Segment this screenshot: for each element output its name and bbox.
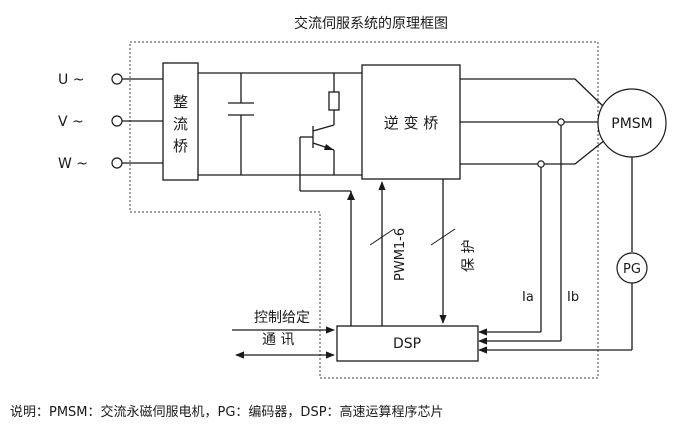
pmsm-motor: PMSM	[597, 88, 667, 158]
pwm-signal: PWM1-6	[369, 181, 408, 326]
dsp-chip: DSP	[336, 325, 479, 362]
encoder-pg: PG	[478, 157, 648, 354]
comm-label: 通 讯	[262, 332, 294, 348]
input-label-v: V ~	[58, 114, 84, 130]
motor-label: PMSM	[611, 116, 653, 132]
input-terminals: U ~ V ~ W ~	[58, 72, 163, 172]
diagram-title: 交流伺服系统的原理框图	[294, 15, 448, 32]
inverter-label: 逆 变 桥	[384, 114, 439, 132]
rectifier-bridge: 整 流 桥	[162, 62, 199, 181]
caption: 说明：PMSM：交流永磁伺服电机，PG：编码器，DSP：高速运算程序芯片	[10, 404, 444, 420]
drive-boundary	[129, 41, 599, 379]
current-sense-node-ib	[557, 118, 565, 126]
current-sense-node-ia	[537, 160, 545, 168]
capacitor-symbol	[228, 73, 254, 175]
control-input-signal: 控制给定	[232, 310, 335, 334]
encoder-label: PG	[623, 262, 641, 277]
protect-label: 保 护	[461, 240, 477, 272]
dsp-label: DSP	[393, 336, 421, 352]
input-label-w: W ~	[58, 156, 88, 172]
terminal-u	[111, 73, 123, 85]
dc-bus	[198, 72, 362, 176]
protection-signal: 保 护	[430, 179, 477, 324]
motor-phase-lines	[460, 78, 606, 168]
communication-signal: 通 讯	[235, 332, 335, 359]
ia-label: Ia	[522, 290, 534, 305]
brake-circuit	[299, 73, 355, 326]
terminal-w	[111, 157, 123, 169]
rectifier-char-2: 流	[173, 115, 188, 133]
brake-resistor	[328, 91, 340, 111]
rectifier-char-1: 整	[173, 93, 188, 111]
input-label-u: U ~	[58, 72, 84, 88]
pwm-label: PWM1-6	[393, 228, 408, 281]
current-feedback: Ia Ib	[478, 125, 579, 345]
terminal-v	[111, 115, 123, 127]
ib-label: Ib	[567, 290, 579, 305]
control-input-label: 控制给定	[254, 310, 310, 326]
rectifier-char-3: 桥	[173, 137, 188, 155]
inverter-bridge: 逆 变 桥	[361, 64, 461, 180]
